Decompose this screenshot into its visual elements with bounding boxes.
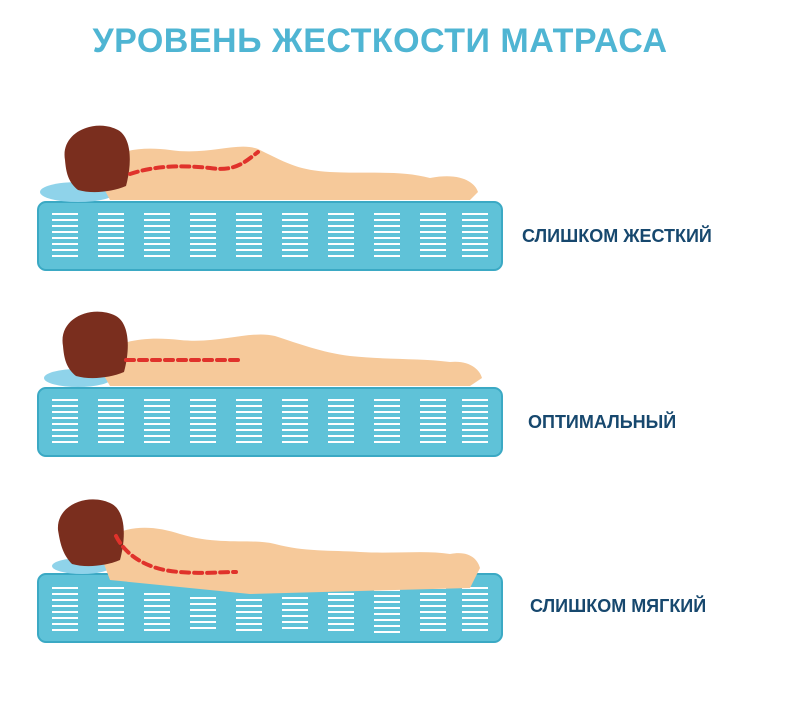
page-title: УРОВЕНЬ ЖЕСТКОСТИ МАТРАСА — [92, 22, 668, 60]
mattress — [37, 201, 503, 271]
optimal-illustration — [37, 311, 503, 457]
level-label-too-soft: СЛИШКОМ МЯГКИЙ — [530, 596, 707, 616]
spine-line — [128, 150, 260, 176]
hair — [62, 311, 128, 379]
mattress — [37, 387, 503, 457]
hair — [57, 499, 124, 567]
springs — [52, 587, 488, 633]
firmness-panel-too-soft: СЛИШКОМ МЯГКИЙ — [0, 490, 800, 680]
springs — [52, 213, 488, 257]
too-soft-illustration — [37, 499, 503, 643]
firmness-panel-optimal: ОПТИМАЛЬНЫЙ — [0, 300, 800, 490]
hair — [64, 125, 130, 193]
too-firm-illustration — [37, 125, 503, 271]
level-label-optimal: ОПТИМАЛЬНЫЙ — [528, 412, 677, 432]
level-label-too-firm: СЛИШКОМ ЖЕСТКИЙ — [522, 226, 712, 246]
springs — [52, 399, 488, 443]
firmness-panel-too-firm: СЛИШКОМ ЖЕСТКИЙ — [0, 110, 800, 300]
body — [95, 146, 478, 200]
spine-line — [114, 534, 238, 575]
body — [95, 334, 482, 386]
body — [98, 527, 480, 594]
